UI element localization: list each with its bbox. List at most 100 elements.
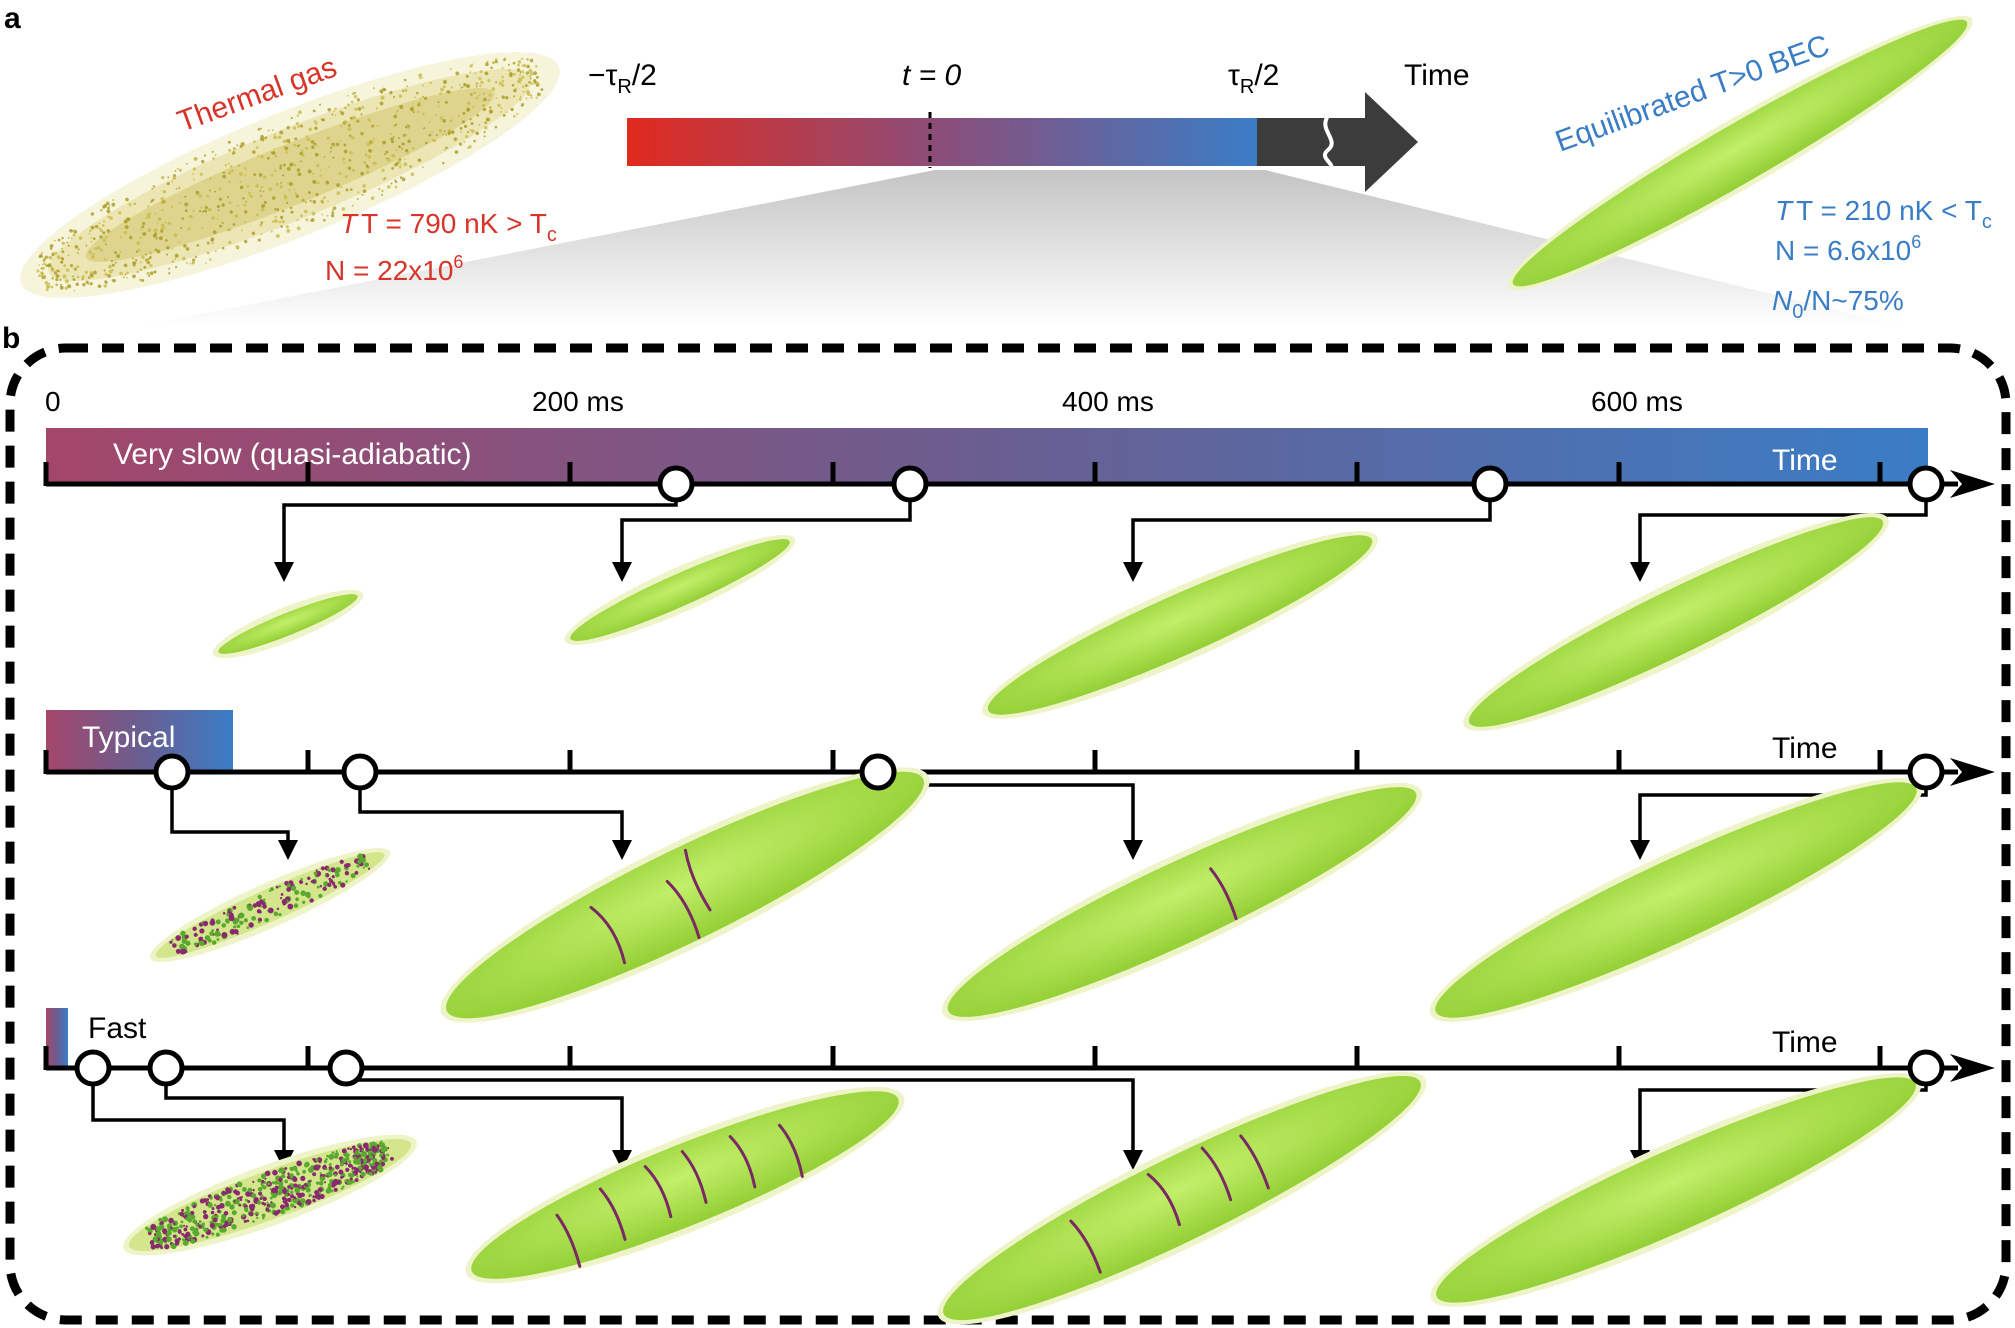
thermal-atom	[362, 184, 366, 188]
thermal-atom	[111, 202, 116, 207]
thermal-atom	[301, 126, 303, 129]
thermal-atom	[288, 189, 291, 192]
thermal-atom	[153, 270, 157, 274]
thermal-atom	[99, 208, 103, 212]
thermal-atom	[275, 182, 279, 187]
timeline-axis-row2	[43, 750, 1995, 786]
thermal-atom	[465, 74, 469, 78]
thermal-atom	[405, 149, 409, 153]
thermal-atom	[60, 260, 64, 264]
vortex-fragment	[287, 903, 294, 910]
thermal-atom	[443, 79, 447, 84]
thermal-atom	[229, 210, 233, 214]
thermal-atom	[349, 151, 353, 155]
vortex-fragment	[225, 1200, 231, 1207]
thermal-atom	[455, 71, 460, 76]
thermal-atom	[132, 274, 136, 279]
vortex-fragment	[290, 1187, 293, 1190]
thermal-atom	[368, 148, 372, 153]
thermal-atom	[105, 201, 110, 206]
thermal-atom	[262, 175, 267, 179]
vortex-fragment	[242, 1187, 247, 1192]
thermal-atom	[259, 138, 263, 141]
vortex-fragment	[261, 1184, 265, 1189]
thermal-atom	[273, 148, 276, 151]
bec-condensate-fraction: N0/N~75%	[1772, 285, 1904, 323]
thermal-atom	[67, 244, 70, 247]
vortex-fragment	[248, 903, 251, 906]
thermal-atom	[141, 225, 145, 229]
thermal-atom	[142, 232, 147, 236]
vortex-fragment	[299, 879, 304, 884]
thermal-atom	[372, 87, 375, 90]
thermal-atom	[70, 237, 73, 240]
thermal-atom	[321, 213, 324, 216]
vortex-fragment	[203, 1227, 208, 1233]
thermal-atom	[208, 189, 211, 192]
condensate-snapshots	[123, 513, 1923, 1325]
vortex-fragment	[215, 1232, 221, 1237]
thermal-atom	[214, 190, 217, 193]
vortex-fragment	[290, 1200, 293, 1203]
vortex-fragment	[302, 1169, 306, 1174]
thermal-atom	[72, 278, 76, 281]
thermal-atom	[365, 170, 370, 174]
thermal-atom	[454, 150, 459, 154]
thermal-atom	[536, 81, 540, 85]
thermal-atom	[271, 129, 274, 132]
thermal-atom	[60, 283, 63, 286]
thermal-atom	[228, 171, 232, 175]
thermal-atom	[255, 213, 259, 217]
thermal-atom	[137, 249, 140, 252]
vortex-fragment	[189, 1226, 195, 1231]
time-tick-400ms: 400 ms	[1062, 386, 1154, 417]
thermal-atom	[286, 138, 291, 143]
thermal-atom	[511, 84, 515, 87]
thermal-atom	[167, 221, 172, 225]
vortex-fragment	[257, 920, 261, 924]
thermal-atom	[153, 228, 158, 233]
vortex-fragment	[219, 1196, 223, 1199]
thermal-atom	[98, 227, 101, 230]
thermal-atom	[332, 144, 335, 148]
snapshot-row3-4	[1430, 1073, 1922, 1307]
vortex-fragment	[168, 1217, 174, 1224]
thermal-atom	[289, 206, 293, 210]
vortex-fragment	[235, 1190, 241, 1196]
thermal-atom	[439, 116, 444, 121]
thermal-atom	[257, 154, 260, 157]
thermal-atom	[344, 175, 348, 179]
thermal-atom	[55, 278, 59, 282]
sample-time-markers	[74, 465, 1945, 1087]
thermal-atom	[382, 140, 386, 145]
vortex-fragment	[262, 1196, 267, 1202]
snapshot-connector	[282, 484, 678, 562]
thermal-atom	[167, 176, 170, 179]
thermal-atom	[234, 214, 239, 218]
snapshot-row2-4	[1429, 778, 1923, 1022]
vortex-fragment	[205, 1235, 209, 1239]
thermal-atom	[409, 107, 414, 112]
thermal-atom	[485, 62, 489, 67]
thermal-atom	[53, 271, 58, 275]
thermal-atom	[176, 167, 179, 170]
vortex-fragment	[330, 867, 336, 873]
thermal-atom	[107, 274, 111, 278]
thermal-atom	[125, 197, 129, 202]
thermal-atom	[160, 229, 164, 233]
vortex-fragment	[246, 926, 250, 930]
thermal-atom	[470, 93, 473, 96]
vortex-fragment	[202, 920, 209, 927]
vortex-fragment	[377, 1166, 384, 1173]
thermal-atom	[500, 83, 505, 87]
thermal-atom	[344, 106, 347, 109]
thermal-atom	[251, 231, 256, 236]
thermal-atom	[510, 107, 514, 112]
vortex-fragment	[181, 1208, 185, 1212]
thermal-atom	[314, 126, 318, 131]
vortex-fragment	[273, 911, 279, 916]
thermal-atom	[260, 186, 263, 189]
vortex-fragment	[260, 1173, 267, 1179]
vortex-fragment	[263, 898, 266, 901]
thermal-atom	[513, 73, 516, 76]
